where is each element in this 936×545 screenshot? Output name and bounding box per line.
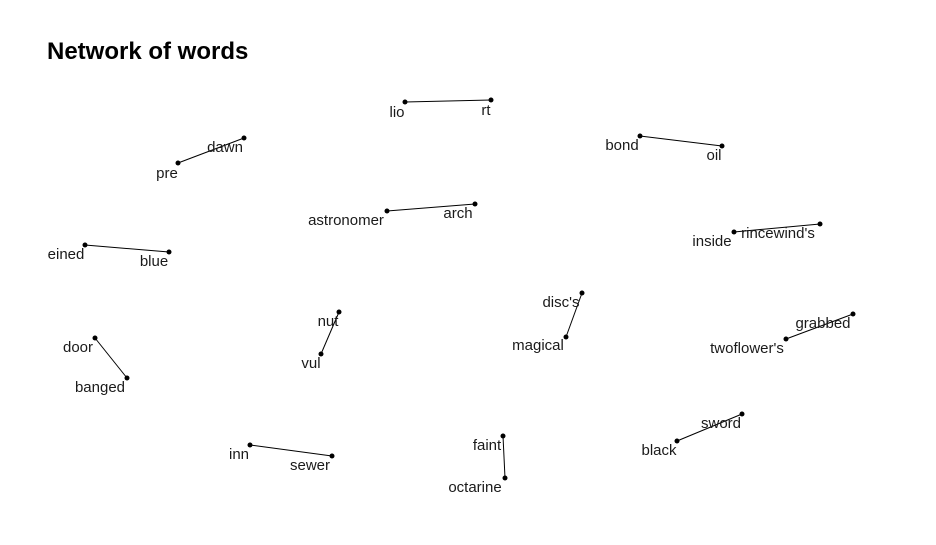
node-label: disc's bbox=[542, 294, 579, 311]
node-point bbox=[500, 433, 506, 439]
node-point bbox=[175, 160, 181, 166]
node-label: black bbox=[641, 442, 677, 459]
node-label: faint bbox=[473, 437, 502, 454]
node-label: octarine bbox=[448, 479, 501, 496]
edge-inn-sewer bbox=[249, 444, 333, 457]
node-point bbox=[817, 221, 823, 227]
edge-disc's-magical bbox=[565, 292, 583, 338]
node-point bbox=[241, 135, 247, 141]
node-label: inn bbox=[229, 446, 249, 463]
node-label: lio bbox=[389, 104, 404, 121]
node-label: grabbed bbox=[795, 315, 850, 332]
node-point bbox=[579, 290, 585, 296]
node-label: astronomer bbox=[308, 212, 384, 229]
chart-title: Network of words bbox=[47, 38, 249, 65]
node-label: rincewind's bbox=[741, 225, 815, 242]
node-label: inside bbox=[692, 233, 731, 250]
edge-twoflower's-grabbed bbox=[785, 313, 854, 340]
edge-inside-rincewind's bbox=[733, 223, 821, 233]
node-label: oil bbox=[706, 147, 721, 164]
node-label: pre bbox=[156, 165, 178, 182]
node-label: vul bbox=[301, 355, 320, 372]
node-point bbox=[731, 229, 737, 235]
edge-faint-octarine bbox=[502, 435, 506, 479]
node-label: blue bbox=[140, 253, 168, 270]
node-label: rt bbox=[481, 102, 491, 119]
edge-lio-rt bbox=[404, 99, 492, 103]
node-label: eined bbox=[48, 246, 85, 263]
node-label: nut bbox=[318, 313, 340, 330]
node-point bbox=[247, 442, 253, 448]
node-label: dawn bbox=[207, 139, 243, 156]
node-label: banged bbox=[75, 379, 125, 396]
edge-nut-vul bbox=[320, 311, 340, 355]
node-point bbox=[124, 375, 130, 381]
node-point bbox=[739, 411, 745, 417]
edge-door-banged bbox=[94, 337, 128, 379]
node-point bbox=[329, 453, 335, 459]
edge-black-sword bbox=[676, 413, 743, 442]
node-point bbox=[402, 99, 408, 105]
edge-bond-oil bbox=[639, 135, 723, 147]
node-point bbox=[502, 475, 508, 481]
edge-astronomer-arch bbox=[386, 203, 476, 212]
node-label: twoflower's bbox=[710, 340, 784, 357]
node-point bbox=[719, 143, 725, 149]
node-point bbox=[850, 311, 856, 317]
node-point bbox=[674, 438, 680, 444]
node-point bbox=[488, 97, 494, 103]
node-label: sewer bbox=[290, 457, 330, 474]
node-label: magical bbox=[512, 337, 564, 354]
node-point bbox=[336, 309, 342, 315]
node-point bbox=[384, 208, 390, 214]
node-point bbox=[82, 242, 88, 248]
node-label: bond bbox=[605, 137, 638, 154]
edge-eined-blue bbox=[84, 244, 170, 253]
node-point bbox=[472, 201, 478, 207]
node-point bbox=[783, 336, 789, 342]
node-point bbox=[318, 351, 324, 357]
node-label: door bbox=[63, 339, 93, 356]
node-label: arch bbox=[443, 205, 472, 222]
node-point bbox=[637, 133, 643, 139]
node-point bbox=[166, 249, 172, 255]
edge-pre-dawn bbox=[177, 137, 245, 164]
node-point bbox=[92, 335, 98, 341]
node-label: sword bbox=[701, 415, 741, 432]
node-point bbox=[563, 334, 569, 340]
